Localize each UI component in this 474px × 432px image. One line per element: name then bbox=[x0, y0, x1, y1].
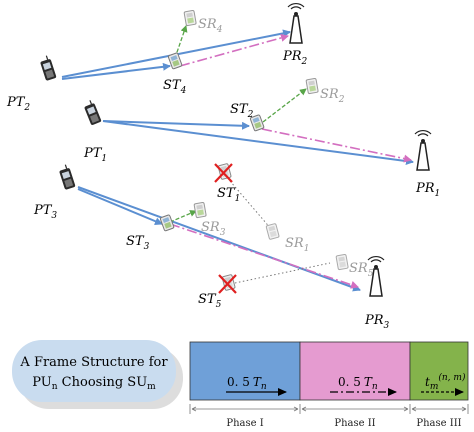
phase-3-duration-label: tm(n, m) bbox=[425, 372, 466, 392]
frame-title-pill bbox=[12, 340, 176, 402]
cross-icon-st5 bbox=[218, 274, 237, 294]
label-pr3: PR3 bbox=[364, 313, 390, 331]
device-icon-sr5 bbox=[335, 254, 349, 271]
device-icon-sr3 bbox=[193, 202, 207, 219]
inactive-link-st5-sr5 bbox=[234, 262, 331, 284]
interference-link-st4-pr2 bbox=[179, 34, 289, 67]
label-sr4: SR4 bbox=[198, 17, 223, 35]
device-icon-sr4 bbox=[183, 10, 197, 27]
label-pt1: PT1 bbox=[83, 146, 107, 164]
phase-3-segment bbox=[409, 341, 469, 401]
label-st2: ST2 bbox=[230, 102, 254, 120]
phone-icon-pt1 bbox=[84, 100, 102, 125]
device-icon-st4 bbox=[167, 52, 183, 70]
cross-icon-st1 bbox=[214, 163, 233, 183]
device-icon-st3 bbox=[159, 214, 175, 232]
phase-2-segment bbox=[299, 341, 411, 401]
primary-link-pt1-pr1 bbox=[102, 120, 414, 166]
label-pt2: PT2 bbox=[6, 95, 30, 113]
label-sr2: SR2 bbox=[320, 87, 345, 105]
secondary-link-st3-sr3 bbox=[169, 210, 197, 223]
label-st1: ST1 bbox=[217, 186, 240, 204]
interference-link-st3-pr3 bbox=[169, 223, 359, 289]
frame-structure: A Frame Structure for PUn Choosing SUm 0… bbox=[12, 340, 469, 429]
secondary-link-st2-sr2 bbox=[262, 88, 307, 123]
label-pt3: PT3 bbox=[33, 203, 57, 221]
inactive-link-st1-sr1 bbox=[229, 180, 273, 231]
label-st3: ST3 bbox=[126, 234, 150, 252]
phase-extent-markers bbox=[189, 404, 469, 414]
interference-link-st2-pr1 bbox=[261, 128, 412, 163]
device-icon-sr1 bbox=[265, 223, 280, 240]
label-st4: ST4 bbox=[163, 78, 187, 96]
phase-1-segment bbox=[189, 341, 301, 401]
label-sr1: SR1 bbox=[285, 236, 309, 254]
label-sr5: SR5 bbox=[349, 261, 374, 279]
label-st5: ST5 bbox=[198, 292, 222, 310]
tower-icon-pr1 bbox=[414, 130, 432, 171]
primary-link-pt3-st3 bbox=[77, 188, 163, 225]
label-pr1: PR1 bbox=[415, 181, 440, 199]
primary-link-pt1-st2 bbox=[102, 120, 250, 130]
phase-2-label: Phase II bbox=[334, 418, 375, 429]
device-icon-sr2 bbox=[305, 78, 319, 95]
tower-icon-pr3 bbox=[367, 256, 385, 297]
frame-title-line2: PUn Choosing SUm bbox=[32, 375, 156, 392]
primary-link-pt3-pr3 bbox=[77, 186, 361, 292]
label-pr2: PR2 bbox=[282, 49, 308, 67]
phone-icon-pt2 bbox=[40, 55, 57, 81]
node-labels: PT2 PT1 PT3 PR2 PR1 PR3 ST4 ST2 ST1 ST3 … bbox=[6, 17, 440, 331]
phase-3-label: Phase III bbox=[416, 418, 461, 429]
phone-icon-pt3 bbox=[59, 164, 76, 190]
phase-1-label: Phase I bbox=[226, 418, 263, 429]
label-sr3: SR3 bbox=[201, 220, 226, 238]
primary-link-pt2-st4 bbox=[61, 62, 171, 80]
tower-icon-pr2 bbox=[287, 3, 305, 44]
link-layer bbox=[61, 25, 414, 292]
frame-title-line1: A Frame Structure for bbox=[19, 355, 168, 370]
device-icon-st2 bbox=[249, 114, 265, 132]
